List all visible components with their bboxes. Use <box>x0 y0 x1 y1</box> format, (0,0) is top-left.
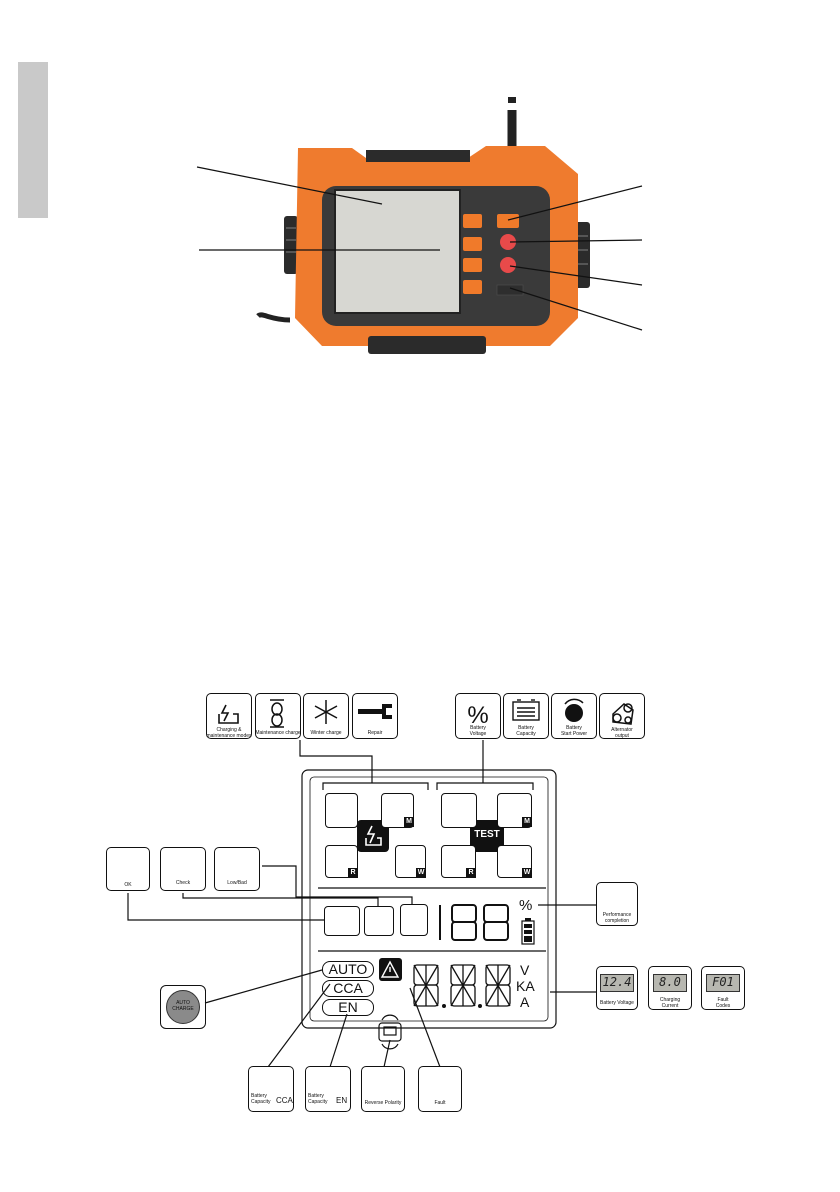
alternator-icon <box>612 703 634 725</box>
mode-badge: M <box>404 817 414 827</box>
mode-badge: R <box>348 868 358 878</box>
mode-badge: W <box>522 868 532 878</box>
right-icon-label: Performance completion <box>602 912 632 924</box>
auto-charge-button[interactable]: AUTO CHARGE <box>160 985 206 1029</box>
top-icon-label: Maintenance charge <box>255 730 301 736</box>
ok-icon-box <box>106 847 150 891</box>
mode-box-voltage <box>441 793 477 828</box>
charge-battery-icon <box>218 704 239 724</box>
mode-box-capacity <box>497 845 532 878</box>
snowflake-icon <box>314 700 338 724</box>
bottom-icon-label: Reverse Polarity <box>364 1100 402 1106</box>
fault-readout: F01 <box>706 974 740 992</box>
unit-ka: KA <box>516 978 535 994</box>
bottom-icon-label: Battery Capacity <box>308 1093 328 1105</box>
top-icon-label: Winter charge <box>310 730 342 736</box>
start-power-icon <box>564 698 584 722</box>
performance-percent: % <box>519 897 533 914</box>
mode-badge: W <box>416 868 426 878</box>
left-icon-label: Low/Bad <box>227 880 247 886</box>
mode-box-charge <box>325 793 358 828</box>
ok-indicator <box>324 906 360 936</box>
cca-suffix: CCA <box>276 1096 293 1105</box>
hourglass-icon <box>270 699 284 728</box>
voltage-readout: 12.4 <box>600 974 634 992</box>
unit-v: V <box>520 962 530 978</box>
current-readout: 8.0 <box>653 974 687 992</box>
cca-capacity-icon-box <box>248 1066 294 1112</box>
alternator-icon-box <box>599 693 645 739</box>
mode-badge: R <box>466 868 476 878</box>
top-icon-label: Alternator output <box>611 727 633 739</box>
en-indicator: EN <box>322 999 374 1016</box>
cca-indicator: CCA <box>322 980 374 997</box>
en-capacity-icon-box <box>305 1066 351 1112</box>
test-label: TEST <box>474 829 500 840</box>
segment-digits <box>413 964 511 1007</box>
lcd-label: Charging Current <box>659 997 681 1009</box>
charge-mode-icon-box <box>206 693 252 739</box>
big-digits-segments <box>439 904 509 941</box>
polarity-icon-box <box>361 1066 405 1112</box>
top-icon-label: Battery Capacity <box>516 725 536 737</box>
unit-a: A <box>520 994 530 1010</box>
auto-indicator: AUTO <box>322 961 374 978</box>
voltage-icon-box <box>455 693 501 739</box>
performance-icon-box <box>596 882 638 926</box>
wrench-icon <box>358 704 392 719</box>
en-suffix: EN <box>336 1096 348 1105</box>
left-icon-label: OK <box>124 882 132 888</box>
top-icon-label: Repair <box>367 730 383 736</box>
top-icon-label: Battery Start Power <box>560 725 588 737</box>
auto-charge-label: AUTO CHARGE <box>172 1000 194 1012</box>
bottom-icon-label: Fault <box>434 1100 446 1106</box>
page-edge-tab <box>18 62 48 218</box>
product-photo <box>196 97 643 354</box>
lcd-label: Fault Codes <box>715 997 731 1009</box>
lowbad-indicator <box>400 904 428 936</box>
check-icon-box <box>160 847 206 891</box>
mode-box-alternator <box>441 845 476 878</box>
mode-box-maintenance <box>381 793 414 828</box>
lcd-label: Battery Voltage <box>600 1000 634 1006</box>
battery-icon <box>512 699 540 721</box>
top-icon-label: Charging & maintenance modes <box>206 727 252 739</box>
check-indicator <box>364 906 394 936</box>
fault-icon-box <box>418 1066 462 1112</box>
lowbad-icon-box <box>214 847 260 891</box>
percent-icon: % <box>467 702 488 729</box>
bottom-icon-label: Battery Capacity <box>251 1093 271 1105</box>
mode-badge: M <box>522 817 532 827</box>
left-icon-label: Check <box>175 880 191 886</box>
top-icon-label: Battery Voltage <box>469 725 487 737</box>
